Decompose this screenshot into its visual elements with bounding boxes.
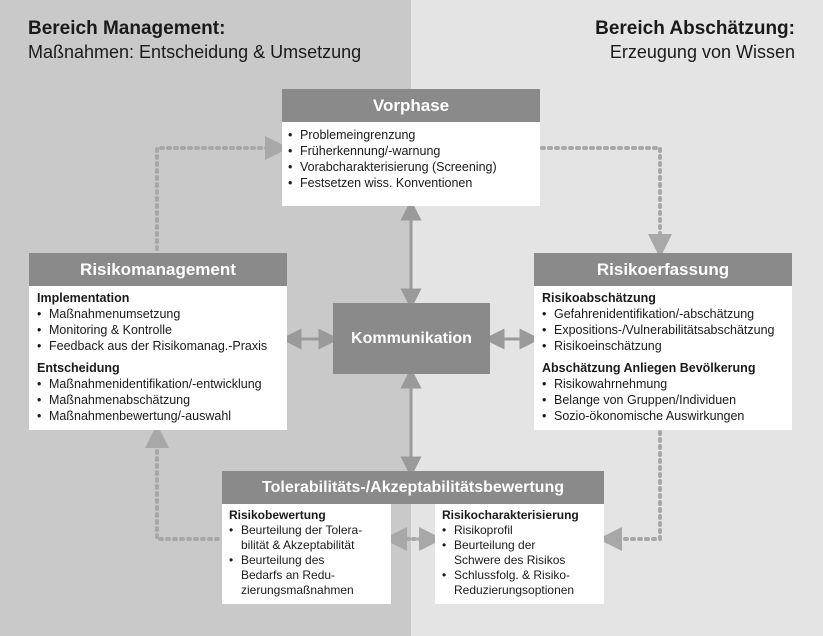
tolerabilitaet-title: Tolerabilitäts-/Akzeptabilitätsbewertung [222,471,604,504]
vorphase-title: Vorphase [282,89,540,122]
list-item: Früherkennung/-warnung [288,143,540,159]
dotted-path-tolerabilitaet-to-risikomanagement [145,424,220,541]
risikoabschaetzung-list: Gefahrenidentifikation/-abschätzung Expo… [542,306,792,354]
bevoelkerung-list: Risikowahrnehmung Belange von Gruppen/In… [542,376,792,424]
risikomanagement-box: Risikomanagement Implementation Maßnahme… [29,253,287,430]
risikoerfassung-title: Risikoerfassung [534,253,792,286]
risikomanagement-title: Risikomanagement [29,253,287,286]
vorphase-box: Vorphase Problemeingrenzung Früherkennun… [282,89,540,206]
risikobewertung-heading: Risikobewertung [229,508,326,522]
list-item: Gefahrenidentifikation/-abschätzung [542,306,792,322]
list-item: Beurteilung des Bedarfs an Redu- zierung… [229,553,391,598]
entscheidung-heading: Entscheidung [37,361,120,375]
dotted-path-risikomanagement-to-vorphase [155,136,289,251]
dotted-path-risikoerfassung-to-tolerabilitaet [598,430,662,551]
list-item: Risikoprofil [442,523,604,538]
risikobewertung-box: Risikobewertung Beurteilung der Tolera- … [222,504,391,604]
list-item: Beurteilung der Tolera- bilität & Akzept… [229,523,391,553]
list-item: Schlussfolg. & Risiko- Reduzierungsoptio… [442,568,604,598]
assessment-area-title: Bereich Abschätzung: [595,18,795,39]
list-item: Maßnahmenbewertung/-auswahl [37,408,287,424]
list-item: Feedback aus der Risikomanag.-Praxis [37,338,287,354]
list-item: Risikoeinschätzung [542,338,792,354]
list-item: Risikowahrnehmung [542,376,792,392]
risikoerfassung-box: Risikoerfassung Risikoabschätzung Gefahr… [534,253,792,430]
implementation-list: Maßnahmenumsetzung Monitoring & Kontroll… [37,306,287,354]
list-item: Monitoring & Kontrolle [37,322,287,338]
list-item: Beurteilung der Schwere des Risikos [442,538,604,568]
list-item: Sozio-ökonomische Auswirkungen [542,408,792,424]
list-item: Vorabcharakterisierung (Screening) [288,159,540,175]
bevoelkerung-heading: Abschätzung Anliegen Bevölkerung [542,361,756,375]
list-item: Expositions-/Vulnerabilitätsabschätzung [542,322,792,338]
risikocharakterisierung-box: Risikocharakterisierung Risikoprofil Beu… [435,504,604,604]
implementation-heading: Implementation [37,291,130,305]
entscheidung-list: Maßnahmenidentifikation/-entwicklung Maß… [37,376,287,424]
kommunikation-box: Kommunikation [333,303,490,374]
risikoabschaetzung-heading: Risikoabschätzung [542,291,656,305]
risikobewertung-list: Beurteilung der Tolera- bilität & Akzept… [229,523,391,598]
management-area-subtitle: Maßnahmen: Entscheidung & Umsetzung [28,42,362,62]
list-item: Maßnahmenumsetzung [37,306,287,322]
list-item: Maßnahmenidentifikation/-entwicklung [37,376,287,392]
list-item: Maßnahmenabschätzung [37,392,287,408]
assessment-area-subtitle: Erzeugung von Wissen [609,42,795,62]
list-item: Festsetzen wiss. Konventionen [288,175,540,191]
risikocharakterisierung-heading: Risikocharakterisierung [442,508,579,522]
list-item: Belange von Gruppen/Individuen [542,392,792,408]
management-area-title: Bereich Management: [28,18,226,39]
risikocharakterisierung-list: Risikoprofil Beurteilung der Schwere des… [442,523,604,598]
vorphase-list: Problemeingrenzung Früherkennung/-warnun… [282,122,540,191]
list-item: Problemeingrenzung [288,127,540,143]
dotted-path-vorphase-to-risikoerfassung [540,146,672,258]
